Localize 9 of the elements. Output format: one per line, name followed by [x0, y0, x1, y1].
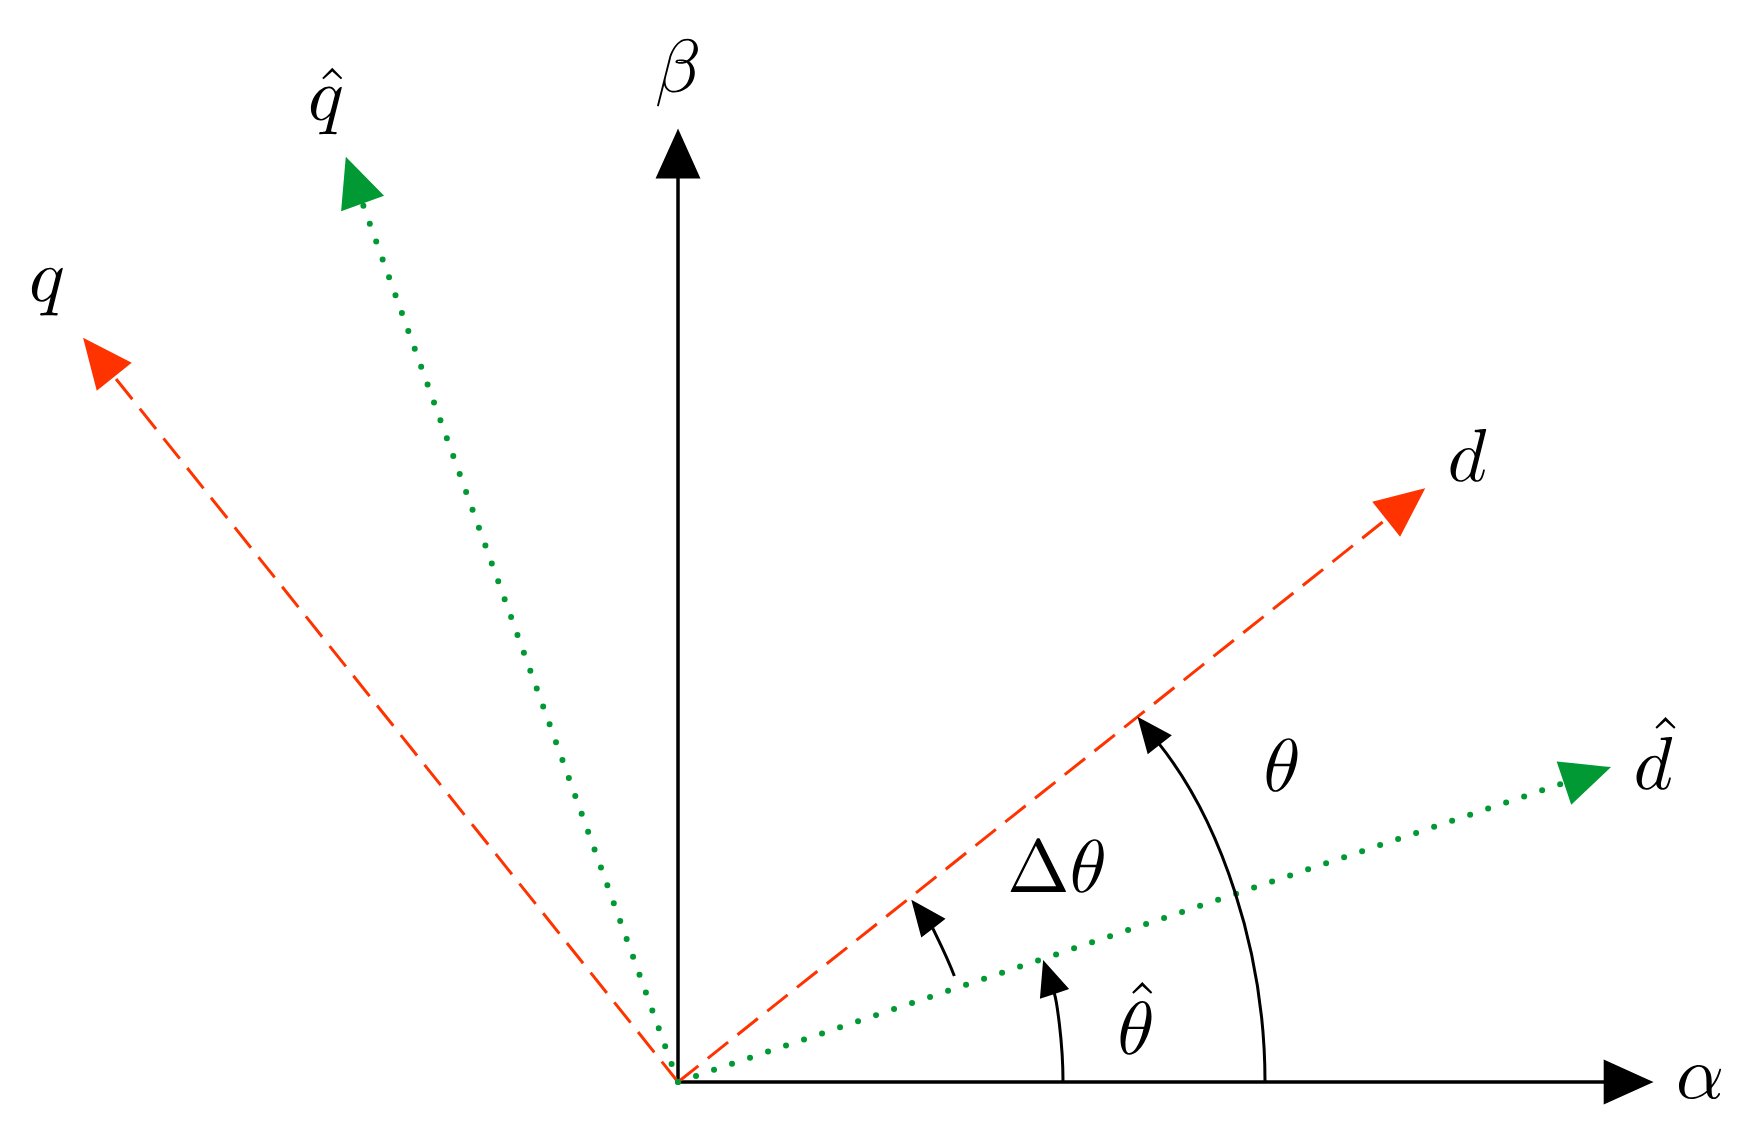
axis-label: $\hat{q}$: [310, 67, 343, 135]
axis-label: $\hat{d}$: [1636, 717, 1676, 790]
axis-label: $q$: [31, 267, 63, 316]
angle-label: $\hat{\theta}$: [1120, 982, 1153, 1055]
angle-label: $\Delta\theta$: [1010, 838, 1104, 893]
axis-label: $d$: [1450, 429, 1487, 482]
axis-label: $\alpha$: [1678, 1065, 1722, 1099]
angle-label: $\theta$: [1266, 738, 1298, 792]
axis-label: $\beta$: [657, 38, 698, 107]
